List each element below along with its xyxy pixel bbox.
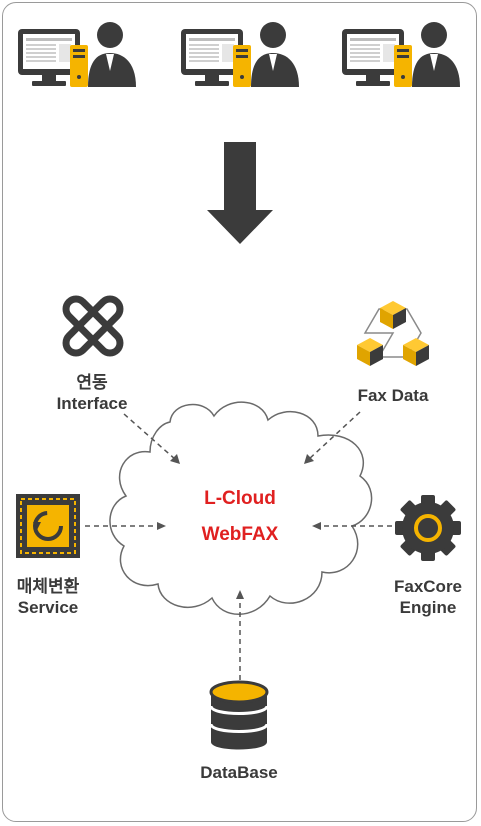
database-label-text: DataBase bbox=[200, 763, 278, 782]
cloud-label-line1: L-Cloud bbox=[204, 488, 276, 509]
media-service-label-line1: 매체변환 bbox=[16, 577, 80, 596]
connector-arrowheads bbox=[157, 454, 321, 599]
interface-label: 연동 Interface bbox=[42, 372, 142, 414]
interface-label-line1: 연동 bbox=[76, 373, 108, 392]
interface-label-line2: Interface bbox=[56, 394, 128, 413]
media-convert-icon bbox=[16, 494, 80, 558]
faxcore-label: FaxCore Engine bbox=[378, 576, 478, 618]
database-label: DataBase bbox=[189, 762, 289, 783]
connector-lines bbox=[85, 411, 392, 680]
cloud-icon bbox=[109, 401, 373, 615]
cubes-icon bbox=[357, 301, 429, 366]
faxcore-label-line1: FaxCore bbox=[393, 577, 463, 596]
cloud-label-line2: WebFAX bbox=[201, 524, 279, 545]
user-workstation-icon bbox=[342, 22, 460, 87]
database-icon bbox=[209, 680, 269, 750]
user-workstation-icon bbox=[181, 22, 299, 87]
user-workstation-icon bbox=[18, 22, 136, 87]
down-arrow-icon bbox=[207, 142, 273, 244]
interface-icon bbox=[62, 295, 124, 357]
media-service-label: 매체변환 Service bbox=[0, 576, 96, 618]
fax-data-label-text: Fax Data bbox=[357, 386, 429, 405]
cloud-label: L-Cloud WebFAX bbox=[180, 481, 300, 553]
gear-icon bbox=[395, 495, 461, 561]
fax-data-label: Fax Data bbox=[343, 385, 443, 406]
faxcore-label-line2: Engine bbox=[399, 598, 457, 617]
media-service-label-line2: Service bbox=[17, 598, 79, 617]
